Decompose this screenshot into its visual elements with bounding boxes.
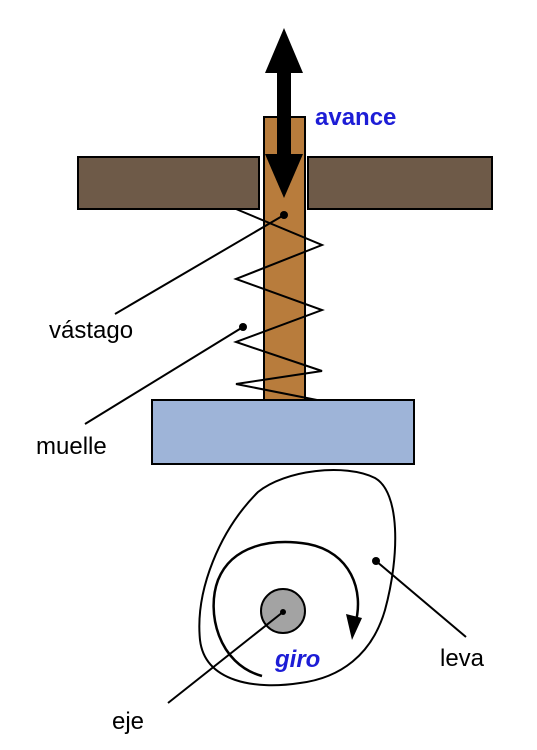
spring-leader-line <box>84 326 244 425</box>
label-cam: leva <box>440 645 485 672</box>
spring <box>233 208 325 402</box>
label-spring: muelle <box>36 433 107 460</box>
guide-plate-left <box>77 156 260 210</box>
rod-leader-line <box>114 214 285 315</box>
cam <box>198 469 397 687</box>
spring-leader-dot <box>239 323 247 331</box>
label-rod: vástago <box>49 317 133 344</box>
rotation-arrowhead <box>346 614 362 640</box>
label-advance: avance <box>315 104 396 131</box>
rod-leader-dot <box>280 211 288 219</box>
advance-arrow <box>265 28 303 198</box>
cam-leader-dot <box>372 557 380 565</box>
rotation-arrow-arc <box>212 540 360 678</box>
shaft-leader-dot <box>280 609 286 615</box>
cam-leader-line <box>375 560 467 638</box>
label-shaft: eje <box>112 708 144 735</box>
shaft-leader-line <box>167 611 284 704</box>
label-rotation: giro <box>274 646 320 673</box>
follower-plate <box>151 399 415 465</box>
guide-plate-right <box>307 156 493 210</box>
